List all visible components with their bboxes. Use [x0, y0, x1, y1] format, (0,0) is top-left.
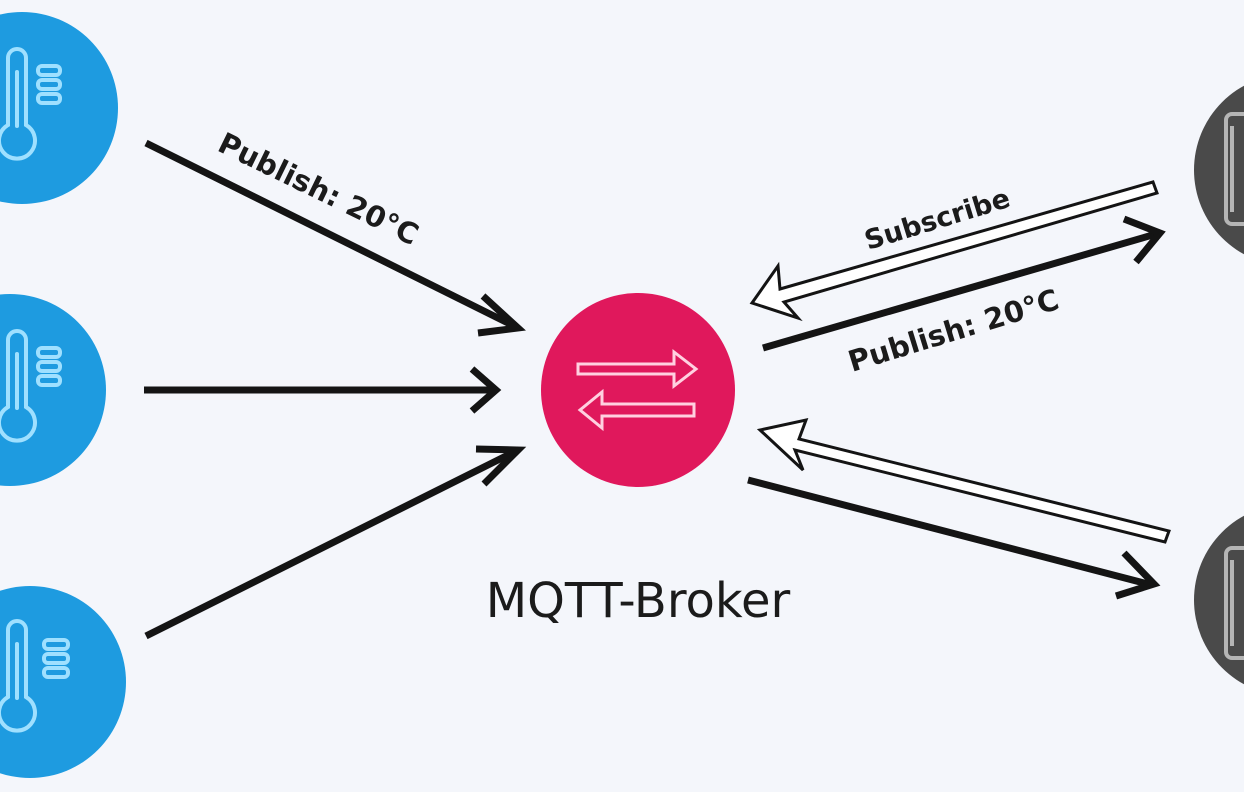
- publish-label-right: Publish: 20°C: [844, 282, 1063, 378]
- thermometer-icon: [0, 329, 62, 443]
- sensor-node-top: [0, 12, 118, 204]
- publish-arrow-right-bottom: [747, 476, 1161, 600]
- subscribe-arrow-bottom: [756, 417, 1171, 544]
- thermometer-icon: [0, 619, 70, 733]
- broker-title: MQTT-Broker: [486, 573, 791, 629]
- broker-node: [541, 293, 735, 487]
- sensor-node-bottom: [0, 586, 126, 778]
- publish-arrow-middle: [144, 366, 502, 414]
- client-node-bottom: [1194, 515, 1244, 685]
- publish-arrow-bottom: [144, 445, 527, 640]
- device-icon: [1224, 546, 1244, 660]
- sensor-node-middle: [0, 294, 106, 486]
- publish-arrow-top: [144, 139, 526, 337]
- subscribe-arrow-top: [749, 180, 1159, 322]
- client-node-top: [1194, 85, 1244, 255]
- device-icon: [1224, 112, 1244, 226]
- thermometer-icon: [0, 47, 62, 161]
- exchange-arrows-icon: [576, 348, 699, 432]
- publish-arrow-right-top: [762, 215, 1166, 352]
